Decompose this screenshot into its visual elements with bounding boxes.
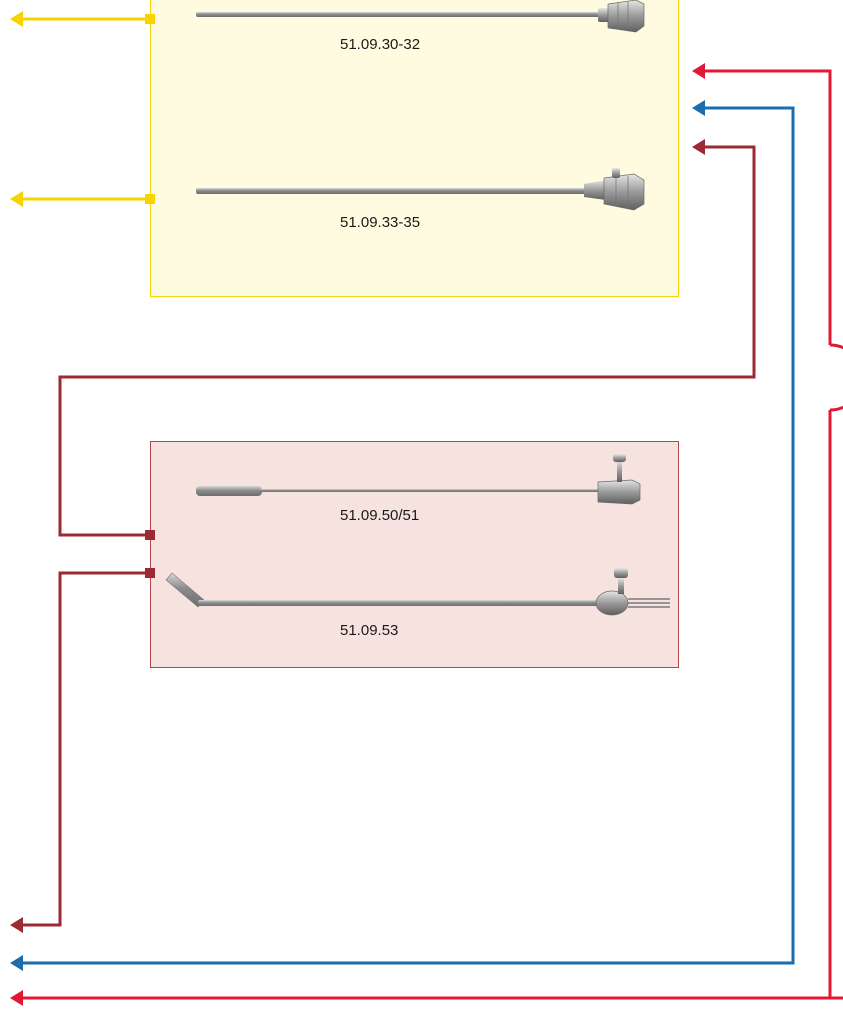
instrument-label-sheath-a: 51.09.30-32: [340, 36, 420, 53]
instrument-label-working-element: 51.09.53: [340, 622, 398, 639]
instrument-label-sheath-b: 51.09.33-35: [340, 214, 420, 231]
obturator-group-panel: [150, 441, 679, 668]
yellow-connector-lines: [10, 11, 155, 207]
instrument-label-obturator: 51.09.50/51: [340, 507, 419, 524]
